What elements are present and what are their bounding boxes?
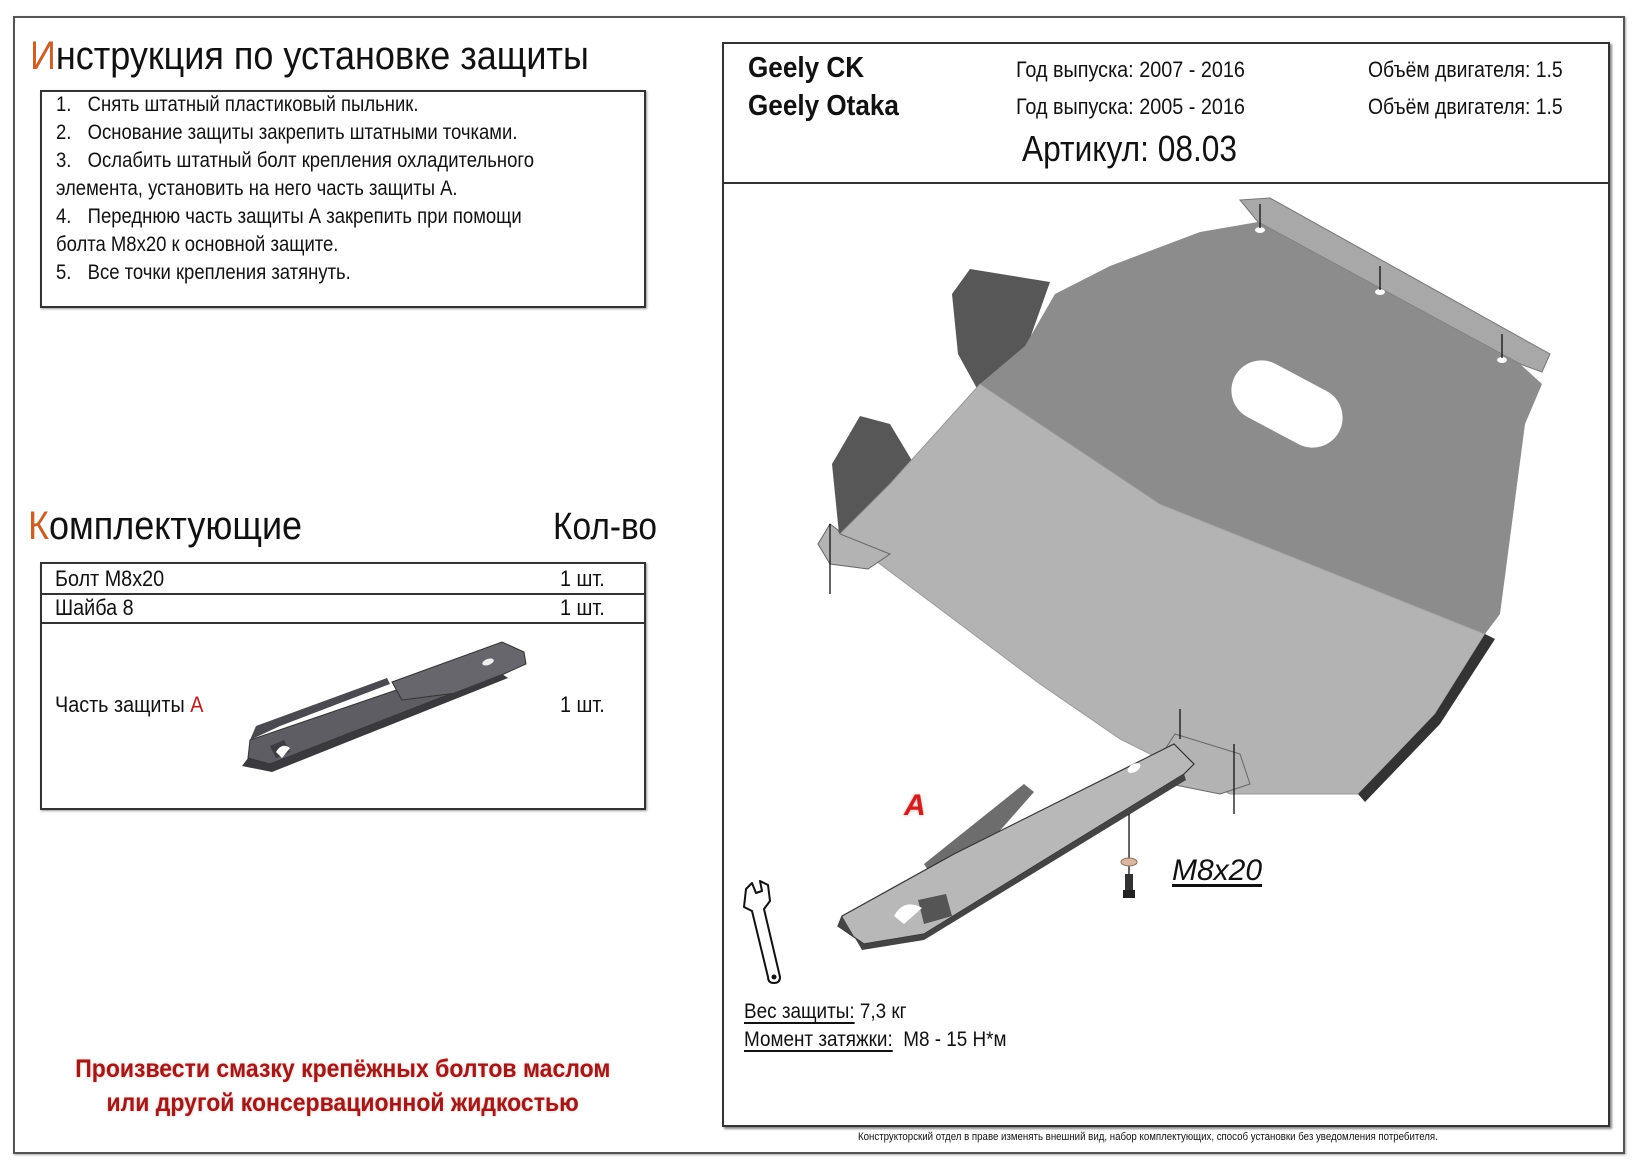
component-qty: 1 шт. [560,566,605,591]
instruction-step-cont: болта М8х20 к основной защите. [56,233,339,256]
title-text: нструкция по установке защиты [55,34,589,78]
component-row: Часть защиты А 1 шт. [42,624,644,808]
part-a-label: А [904,789,926,822]
weight-spec: Вес защиты: 7,3 кг [744,1000,907,1023]
components-title-initial: К [28,504,49,548]
skid-plate-illustration-icon [817,197,1551,814]
component-name: Болт М8х20 [55,566,165,591]
components-table: Болт М8х20 1 шт. Шайба 8 1 шт. Часть защ… [40,562,646,810]
component-name: Часть защиты А [55,692,204,717]
instructions-title: Инструкция по установке защиты [30,34,651,79]
components-title-text: омплектующие [48,504,303,548]
instruction-step: 3.Ослабить штатный болт крепления охлади… [56,149,534,172]
warning-line-1: Произвести смазку крепёжных болтов масло… [75,1055,611,1083]
article-number: Артикул: 08.03 [1022,128,1237,169]
wrench-icon [743,880,781,984]
header-divider [724,182,1608,184]
vehicle-model: Geely Otaka [748,90,899,122]
vehicle-years: Год выпуска: 2007 - 2016 [1016,57,1245,82]
vehicle-model: Geely CK [748,52,865,84]
component-row: Болт М8х20 1 шт. [42,564,644,595]
instruction-step: 5.Все точки крепления затянуть. [56,261,351,284]
instructions-box: 1.Снять штатный пластиковый пыльник. 2.О… [40,90,646,308]
instruction-step: 1.Снять штатный пластиковый пыльник. [56,93,419,116]
vehicle-years: Год выпуска: 2005 - 2016 [1016,94,1245,119]
instruction-step: 4.Переднюю часть защиты А закрепить при … [56,205,522,228]
component-row: Шайба 8 1 шт. [42,594,644,624]
title-initial: И [30,34,56,78]
page-frame [13,16,1625,1154]
components-title: Комплектующие [28,504,333,549]
part-a-illustration-icon [837,743,1195,950]
instruction-step: 2.Основание защиты закрепить штатными то… [56,121,518,144]
bolt-size-label: M8x20 [1172,854,1263,887]
component-qty: 1 шт. [560,595,605,620]
vehicle-engine: Объём двигателя: 1.5 [1368,57,1563,82]
component-name: Шайба 8 [55,595,134,620]
vehicle-engine: Объём двигателя: 1.5 [1368,94,1563,119]
component-qty: 1 шт. [560,692,605,717]
torque-spec: Момент затяжки: М8 - 15 Н*м [744,1028,1007,1051]
warning-line-2: или другой консервационной жидкостью [106,1089,580,1117]
part-a-thumbnail-icon [242,641,527,772]
warning-note: Произвести смазку крепёжных болтов масло… [40,1055,646,1118]
instruction-step-cont: элемента, установить на него часть защит… [56,177,458,200]
disclaimer-text: Конструкторский отдел в праве изменять в… [858,1131,1438,1143]
qty-header: Кол-во [553,506,657,548]
bolt-washer-illustration-icon [1120,814,1138,898]
diagram-panel: Geely CK Geely Otaka Год выпуска: 2007 -… [722,42,1610,1127]
